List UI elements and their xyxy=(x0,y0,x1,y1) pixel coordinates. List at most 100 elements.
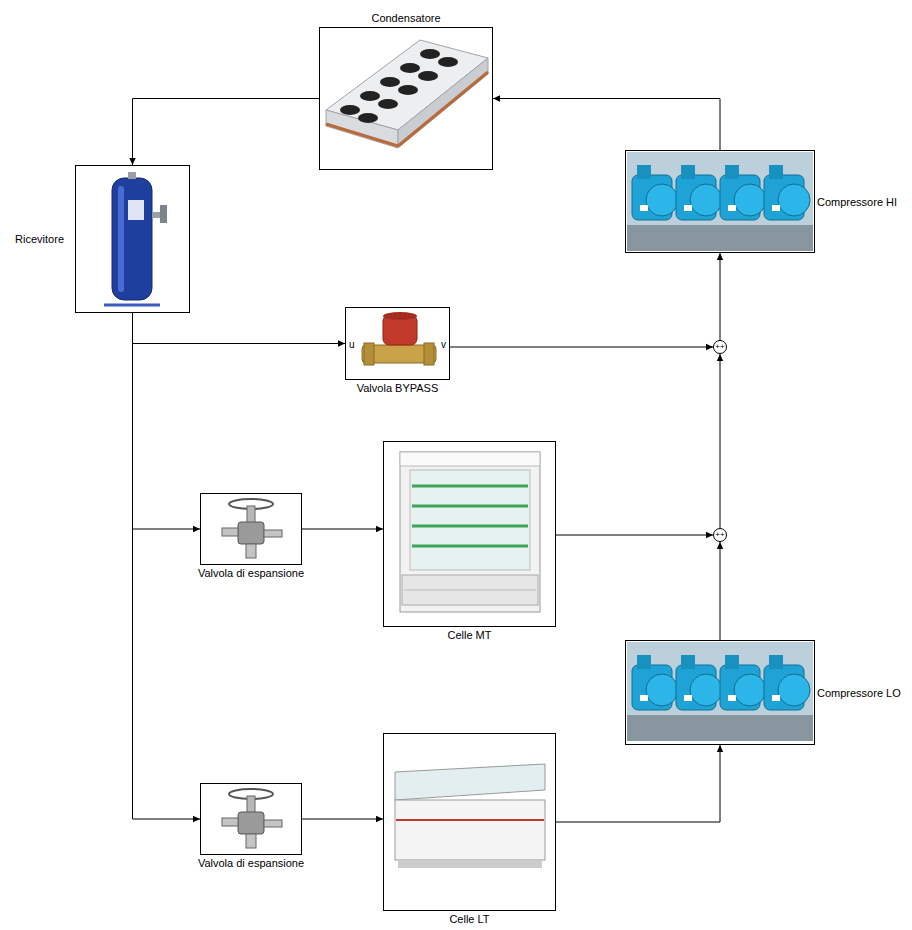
flow-arrow xyxy=(450,344,713,350)
fan xyxy=(438,57,458,67)
flow-arrow xyxy=(717,354,723,528)
compressor-art xyxy=(627,642,813,741)
flow-arrow xyxy=(133,313,346,347)
arrow-head xyxy=(193,816,200,822)
chest-strip xyxy=(396,819,544,821)
flow-arrow xyxy=(556,745,723,822)
flow-line xyxy=(133,313,201,819)
receiver-tank xyxy=(112,178,152,300)
arrow-head xyxy=(717,542,723,549)
expansion-valve-box: Valvola di espansione xyxy=(200,493,302,565)
fan xyxy=(340,105,360,115)
flow-line xyxy=(720,253,721,340)
flow-line xyxy=(302,529,383,530)
sign-label: + xyxy=(715,343,720,351)
flow-arrow xyxy=(302,816,383,822)
fan xyxy=(378,99,398,109)
fan xyxy=(418,71,438,81)
compressor-box: Compressore LO xyxy=(625,640,815,745)
sign-label: + xyxy=(720,343,725,351)
node-label: Valvola di espansione xyxy=(198,567,304,580)
cabinet-lt-art xyxy=(395,764,545,868)
node-label: Compressore LO xyxy=(817,686,901,699)
flow-arrow xyxy=(133,313,201,532)
node-label: Celle LT xyxy=(449,913,489,926)
cabinet-body xyxy=(400,452,540,612)
cabinet-drawer xyxy=(404,590,536,591)
sign-label: + xyxy=(720,531,725,539)
flow-arrow xyxy=(717,253,723,340)
display-cabinet-box: Celle MT xyxy=(383,441,556,627)
receiver-foot xyxy=(104,304,160,307)
expansion-valve-art xyxy=(222,789,282,848)
flow-line xyxy=(556,745,720,822)
chest-base xyxy=(398,860,542,868)
sign-label: + xyxy=(715,531,720,539)
receiver-sticker xyxy=(128,200,144,220)
cabinet-shelf xyxy=(412,525,528,528)
arrow-head xyxy=(717,745,723,752)
cabinet-shelf xyxy=(412,485,528,488)
flow-arrow xyxy=(133,313,201,822)
flow-line xyxy=(720,354,721,528)
arrow-head xyxy=(193,526,200,532)
compressor-art xyxy=(627,152,813,251)
arrow-head xyxy=(717,354,723,361)
cabinet-mt-art xyxy=(400,452,540,612)
flow-arrow xyxy=(302,526,383,532)
condenser-coil xyxy=(326,124,398,146)
arrow-head xyxy=(706,344,713,350)
cabinet-header xyxy=(400,452,540,466)
receiver-valve xyxy=(160,205,167,223)
cabinet-shelf xyxy=(412,505,528,508)
bypass-valve-box: uvValvola BYPASS xyxy=(345,307,450,380)
condenser-box: Condensatore xyxy=(319,27,493,170)
fan xyxy=(420,49,440,59)
port-label: v xyxy=(441,337,446,350)
flow-line xyxy=(720,542,721,640)
flow-line xyxy=(302,819,383,820)
condenser-front xyxy=(326,110,398,148)
flow-line xyxy=(133,313,201,529)
node-label: Valvola di espansione xyxy=(198,857,304,870)
fan xyxy=(358,113,378,123)
flow-line xyxy=(450,347,713,348)
sum-junction: ++ xyxy=(713,528,727,542)
port-label: u xyxy=(349,337,355,350)
fan xyxy=(400,63,420,73)
flow-line xyxy=(493,99,720,151)
flow-line xyxy=(133,99,320,166)
node-label: Condensatore xyxy=(371,12,440,25)
chest-glass xyxy=(395,764,545,800)
flow-arrow xyxy=(129,99,319,166)
sum-junction: ++ xyxy=(713,340,727,354)
receiver-valve xyxy=(152,212,161,218)
chest-body xyxy=(395,800,545,860)
arrow-head xyxy=(493,95,500,101)
condenser-art xyxy=(326,40,488,148)
node-label: Celle MT xyxy=(447,629,491,642)
fan xyxy=(398,85,418,95)
node-label: Ricevitore xyxy=(15,233,64,246)
compressor-box: Compressore HI xyxy=(625,150,815,253)
arrow-head xyxy=(717,253,723,260)
flow-line xyxy=(133,313,346,344)
flow-arrow xyxy=(717,542,723,640)
arrow-head xyxy=(129,158,135,165)
receiver-box: Ricevitore xyxy=(75,165,190,313)
fan xyxy=(360,91,380,101)
cabinet-base xyxy=(402,575,538,605)
receiver-shine xyxy=(118,186,124,292)
arrow-head xyxy=(376,816,383,822)
valve-cap-top xyxy=(383,312,417,320)
condenser-coil xyxy=(398,72,488,146)
valve-nut xyxy=(364,343,374,365)
condenser-side xyxy=(398,58,488,148)
receiver-art xyxy=(104,172,167,305)
expansion-valve-art xyxy=(222,499,282,558)
flow-arrow xyxy=(556,532,713,538)
expansion-valve-box: Valvola di espansione xyxy=(200,783,302,855)
